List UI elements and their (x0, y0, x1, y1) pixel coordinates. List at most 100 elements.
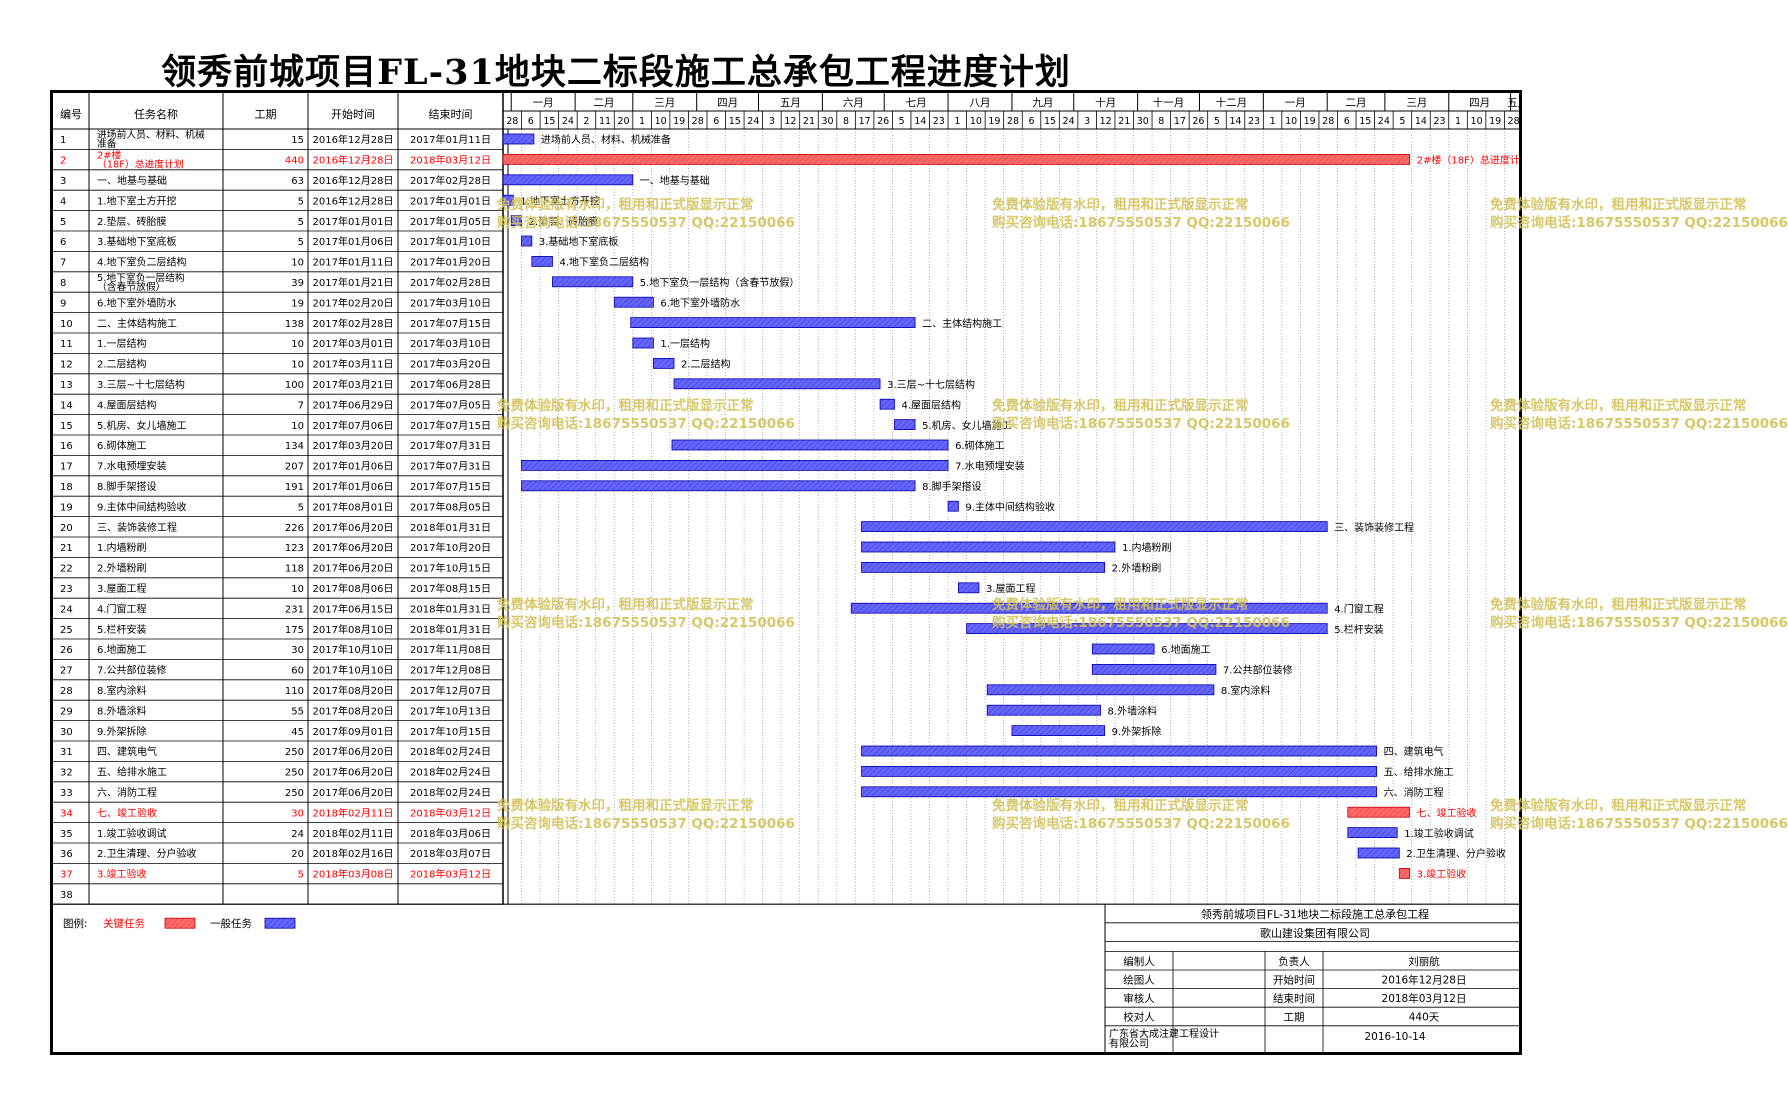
task-end: 2017年02月28日 (410, 276, 491, 289)
task-start: 2017年06月15日 (313, 602, 394, 615)
task-end: 2017年12月07日 (410, 684, 491, 697)
gantt-bar (850, 602, 1328, 614)
task-duration: 118 (285, 564, 304, 575)
day-tick-label: 30 (1137, 116, 1149, 127)
task-name: （18F）总进度计划 (97, 157, 184, 170)
day-tick-label: 5 (1399, 116, 1405, 127)
task-duration: 138 (285, 319, 304, 330)
day-tick-label: 14 (914, 116, 926, 127)
task-start: 2017年01月21日 (313, 276, 394, 289)
gantt-bar-label: 2#楼（18F）总进度计划 (1417, 154, 1522, 167)
task-id: 24 (60, 604, 73, 615)
title-block-cell: 工期 (1284, 1012, 1305, 1024)
page-title: 领秀前城项目FL-31地块二标段施工总承包工程进度计划 (161, 52, 1071, 93)
task-name: 5.机房、女儿墙施工 (97, 419, 187, 432)
day-tick-label: 3 (769, 116, 775, 127)
day-tick-label: 6 (1028, 116, 1034, 127)
task-end: 2017年01月20日 (410, 256, 491, 269)
month-label: 五月 (1507, 97, 1522, 109)
task-duration: 63 (291, 176, 304, 187)
day-tick-label: 7 (1521, 116, 1522, 127)
task-end: 2017年10月15日 (410, 562, 491, 575)
task-start: 2017年10月10日 (313, 664, 394, 677)
gantt-bar-label: 1.竣工验收调试 (1404, 827, 1474, 840)
gantt-bar (861, 745, 1378, 757)
day-tick-label: 12 (1100, 116, 1112, 127)
task-start: 2017年06月20日 (313, 786, 394, 799)
task-end: 2017年11月08日 (410, 643, 491, 656)
task-name: 6.地面施工 (97, 643, 147, 656)
task-name: 进场前人员、材料、机械 (97, 128, 205, 141)
task-name: 3.竣工验收 (97, 868, 147, 881)
task-name: 4.门窗工程 (97, 602, 147, 615)
title-block-cell: 绘图人 (1123, 974, 1155, 987)
task-end: 2017年01月01日 (410, 194, 491, 207)
gantt-bar-label: 2.外墙粉刷 (1112, 562, 1162, 575)
task-name: 4.地下室负二层结构 (97, 256, 187, 269)
task-id: 36 (60, 849, 73, 860)
title-block-company: 歌山建设集团有限公司 (1260, 926, 1370, 940)
watermark-text: 免费体验版有水印，租用和正式版显示正常购买咨询电话:18675550537 QQ… (1490, 597, 1788, 631)
task-name: 4.屋面层结构 (97, 398, 157, 411)
task-start: 2017年01月01日 (313, 215, 394, 228)
task-id: 38 (60, 890, 73, 901)
title-block-cell: 2018年03月12日 (1382, 992, 1467, 1005)
gantt-bar (1091, 664, 1217, 675)
gantt-bar-label: 三、装饰装修工程 (1334, 521, 1414, 534)
task-end: 2017年03月10日 (410, 296, 491, 309)
task-name: 2.垫层、砖胎膜 (97, 215, 167, 228)
gantt-bar (630, 317, 916, 329)
task-start: 2016年12月28日 (313, 174, 394, 187)
task-duration: 191 (285, 482, 304, 493)
task-end: 2017年07月31日 (410, 460, 491, 473)
gantt-bar (502, 174, 634, 186)
task-duration: 7 (298, 400, 304, 411)
gantt-bar-label: 进场前人员、材料、机械准备 (541, 133, 671, 146)
day-tick-label: 5 (1214, 116, 1220, 127)
task-start: 2017年06月20日 (313, 541, 394, 554)
day-tick-label: 1 (1455, 116, 1461, 127)
task-duration: 100 (285, 380, 304, 391)
day-tick-label: 12 (784, 116, 796, 127)
gantt-bar (861, 786, 1378, 798)
task-start: 2018年03月08日 (313, 868, 394, 881)
task-end: 2017年01月10日 (410, 235, 491, 248)
gantt-bar (957, 582, 980, 594)
gantt-bar (653, 357, 675, 369)
task-name: 2.外墙粉刷 (97, 562, 147, 575)
day-tick-label: 23 (933, 116, 945, 127)
month-label: 五月 (780, 97, 801, 109)
task-name: 一、地基与基础 (97, 174, 167, 187)
task-start: 2017年02月28日 (313, 317, 394, 330)
task-end: 2017年10月20日 (410, 541, 491, 554)
task-name: 1.一层结构 (97, 337, 147, 350)
day-tick-label: 28 (1007, 116, 1019, 127)
title-block-cell: 2016年12月28日 (1382, 974, 1467, 987)
task-id: 1 (60, 135, 66, 146)
task-name: 2.二层结构 (97, 358, 147, 371)
gantt-bar-label: 5.栏杆安装 (1334, 623, 1384, 636)
table-header-4: 结束时间 (429, 108, 473, 121)
day-tick-label: 2 (583, 116, 589, 127)
task-start: 2017年08月10日 (313, 623, 394, 636)
task-start: 2017年01月06日 (313, 235, 394, 248)
task-end: 2017年08月15日 (410, 582, 491, 595)
task-id: 37 (60, 870, 73, 881)
task-duration: 55 (291, 706, 304, 717)
month-label: 二月 (593, 97, 614, 109)
task-duration: 45 (291, 727, 304, 738)
task-end: 2017年07月15日 (410, 480, 491, 493)
gantt-bar-label: 8.脚手架搭设 (922, 480, 982, 493)
task-duration: 5 (298, 502, 304, 513)
task-id: 15 (60, 421, 73, 432)
task-end: 2018年02月24日 (410, 745, 491, 758)
gantt-bar-label: 六、消防工程 (1384, 786, 1444, 799)
gantt-bar (1398, 868, 1411, 879)
gantt-bar-label: 4.屋面层结构 (901, 398, 961, 411)
day-tick-label: 28 (692, 116, 704, 127)
task-start: 2017年10月10日 (313, 643, 394, 656)
task-name: 准备 (97, 137, 117, 150)
gantt-bar (673, 378, 881, 390)
task-duration: 123 (285, 543, 304, 554)
title-block-project: 领秀前城项目FL-31地块二标段施工总承包工程 (1201, 907, 1429, 921)
